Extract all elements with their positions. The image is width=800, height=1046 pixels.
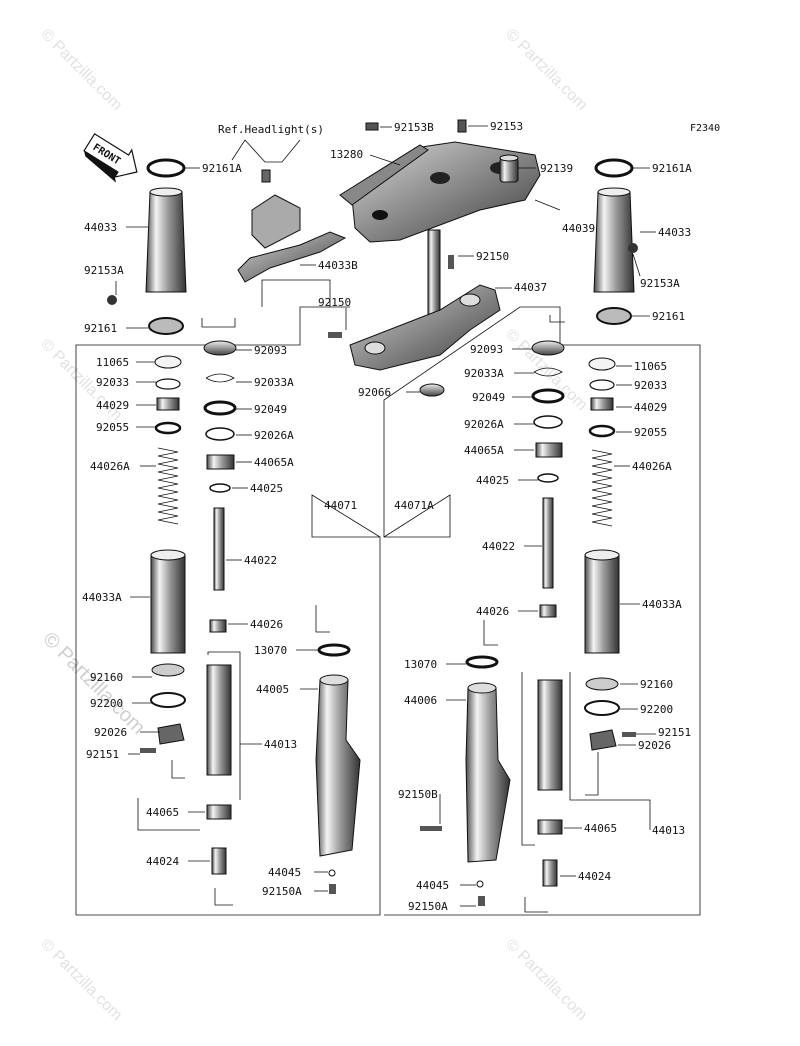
part-label: 13070 xyxy=(254,644,287,657)
part-label: 44045 xyxy=(416,879,449,892)
part-label: 92161A xyxy=(202,162,242,175)
part-label: 92161A xyxy=(652,162,692,175)
part-label: 11065 xyxy=(634,360,667,373)
bolt-92153B xyxy=(365,122,379,131)
part-label: 92161 xyxy=(84,322,117,335)
bolt-92153 xyxy=(457,119,467,133)
bushing-92139 xyxy=(499,154,519,183)
part-label: 44029 xyxy=(96,399,129,412)
watermark: © Partzilla.com xyxy=(502,26,590,114)
part-label: 44045 xyxy=(268,866,301,879)
part-label: 92049 xyxy=(254,403,287,416)
part-label: 92033A xyxy=(464,367,504,380)
part-label: 92049 xyxy=(472,391,505,404)
part-label: 92153A xyxy=(640,277,680,290)
watermark: © Partzilla.com xyxy=(37,936,125,1024)
part-label: 44065 xyxy=(584,822,617,835)
diagram-code: F2340 xyxy=(690,123,720,134)
part-label: 11065 xyxy=(96,356,129,369)
part-label: 92139 xyxy=(540,162,573,175)
part-label: 44033 xyxy=(658,226,691,239)
part-label: 44033 xyxy=(84,221,117,234)
bearing-92066 xyxy=(419,383,445,397)
part-label: 44026 xyxy=(250,618,283,631)
part-label: 13280 xyxy=(330,148,363,161)
part-label: 92066 xyxy=(358,386,391,399)
part-label: 44071A xyxy=(394,499,434,512)
steering-stem xyxy=(328,229,501,371)
watermark: © Partzilla.com xyxy=(37,26,125,114)
part-label: 44026A xyxy=(632,460,672,473)
part-label: 92150A xyxy=(262,885,302,898)
part-label: 44071 xyxy=(324,499,357,512)
part-label: 44013 xyxy=(264,738,297,751)
part-label: 44026 xyxy=(476,605,509,618)
part-label: 92161 xyxy=(652,310,685,323)
part-labels: Ref.Headlight(s) 92161A 44033 92153A 921… xyxy=(82,120,692,913)
cover-13280 xyxy=(339,144,429,206)
cover-44033-left xyxy=(107,158,187,335)
part-label: 44024 xyxy=(146,855,179,868)
part-label: 92160 xyxy=(640,678,673,691)
headlight-bracket xyxy=(237,169,347,283)
front-arrow-icon: FRONT xyxy=(83,133,138,183)
part-label: 44029 xyxy=(634,401,667,414)
part-label: 44026A xyxy=(90,460,130,473)
part-label: 92026A xyxy=(464,418,504,431)
leader-lines xyxy=(115,125,656,913)
left-fork-parts xyxy=(140,340,361,894)
part-label: 44033B xyxy=(318,259,358,272)
part-label: 44065A xyxy=(464,444,504,457)
part-label: 92200 xyxy=(90,697,123,710)
part-label: 92151 xyxy=(658,726,691,739)
part-label: 92200 xyxy=(640,703,673,716)
part-label: 92093 xyxy=(254,344,287,357)
part-label: 44006 xyxy=(404,694,437,707)
part-label: 92055 xyxy=(634,426,667,439)
part-label: 92026A xyxy=(254,429,294,442)
part-label: 92153B xyxy=(394,121,434,134)
part-label: 92150 xyxy=(476,250,509,263)
part-label: 44033A xyxy=(82,591,122,604)
part-label: 44024 xyxy=(578,870,611,883)
part-label: 92033 xyxy=(96,376,129,389)
part-label: 92150 xyxy=(318,296,351,309)
part-label: 44037 xyxy=(514,281,547,294)
part-label: 92033A xyxy=(254,376,294,389)
part-label: 44065 xyxy=(146,806,179,819)
part-label: 44013 xyxy=(652,824,685,837)
part-label: 92055 xyxy=(96,421,129,434)
part-label: 92151 xyxy=(86,748,119,761)
part-label: 92150A xyxy=(408,900,448,913)
part-label: 92093 xyxy=(470,343,503,356)
part-label: 44065A xyxy=(254,456,294,469)
right-fork-parts xyxy=(420,340,636,906)
assembly-frames xyxy=(75,279,701,916)
part-label: 44033A xyxy=(642,598,682,611)
part-label: 44005 xyxy=(256,683,289,696)
part-label: 92026 xyxy=(94,726,127,739)
part-label: 92153A xyxy=(84,264,124,277)
part-label: 92150B xyxy=(398,788,438,801)
part-label: 44025 xyxy=(476,474,509,487)
part-label: 44022 xyxy=(482,540,515,553)
part-label: 44022 xyxy=(244,554,277,567)
part-label: 44025 xyxy=(250,482,283,495)
cover-44033-right xyxy=(593,158,638,325)
part-label: 92160 xyxy=(90,671,123,684)
part-label: 44039 xyxy=(562,222,595,235)
part-label: 13070 xyxy=(404,658,437,671)
ref-headlight-label: Ref.Headlight(s) xyxy=(218,123,324,136)
part-label: 92033 xyxy=(634,379,667,392)
watermark: © Partzilla.com xyxy=(502,936,590,1024)
part-label: 92153 xyxy=(490,120,523,133)
part-label: 92026 xyxy=(638,739,671,752)
